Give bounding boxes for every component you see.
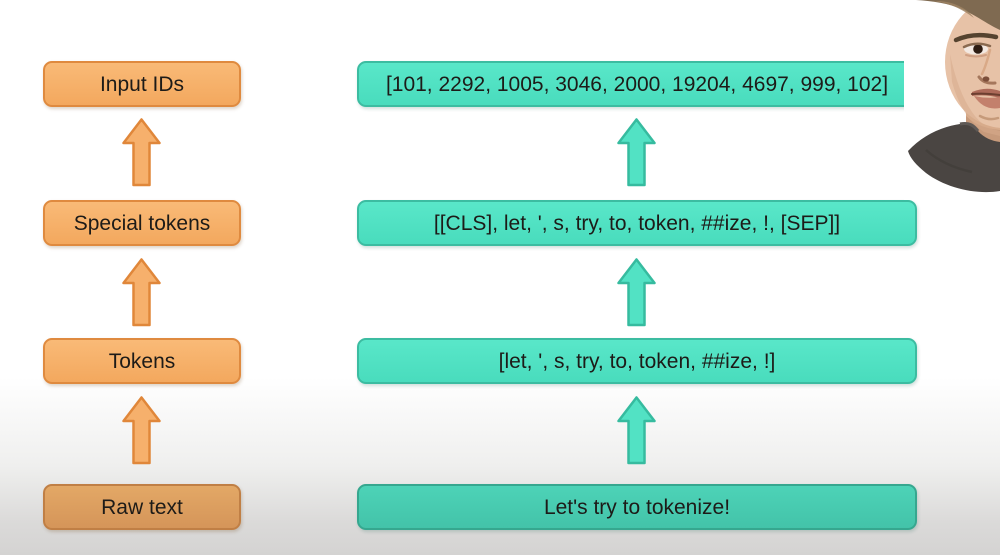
label-box-raw-text: Raw text [43, 484, 241, 530]
up-arrow-icon [617, 258, 656, 327]
value-box-special-tokens: [[CLS], let, ', s, try, to, token, ##ize… [357, 200, 917, 246]
up-arrow-icon [617, 396, 656, 465]
up-arrow-icon [122, 118, 161, 187]
label-box-input-ids: Input IDs [43, 61, 241, 107]
webcam-presenter-image [904, 0, 1000, 200]
value-box-raw-text: Let's try to tokenize! [357, 484, 917, 530]
label-raw-text: Raw text [101, 495, 183, 519]
label-special-tokens: Special tokens [73, 211, 211, 235]
value-box-input-ids: [101, 2292, 1005, 3046, 2000, 19204, 469… [357, 61, 917, 107]
label-input-ids: Input IDs [99, 72, 185, 96]
label-box-tokens: Tokens [43, 338, 241, 384]
up-arrow-icon [122, 258, 161, 327]
value-special-tokens: [[CLS], let, ', s, try, to, token, ##ize… [433, 211, 841, 235]
value-raw-text: Let's try to tokenize! [543, 495, 731, 519]
label-tokens: Tokens [108, 349, 176, 373]
value-box-tokens: [let, ', s, try, to, token, ##ize, !] [357, 338, 917, 384]
label-box-special-tokens: Special tokens [43, 200, 241, 246]
up-arrow-icon [122, 396, 161, 465]
value-input-ids: [101, 2292, 1005, 3046, 2000, 19204, 469… [385, 72, 889, 96]
up-arrow-icon [617, 118, 656, 187]
value-tokens: [let, ', s, try, to, token, ##ize, !] [498, 349, 776, 373]
